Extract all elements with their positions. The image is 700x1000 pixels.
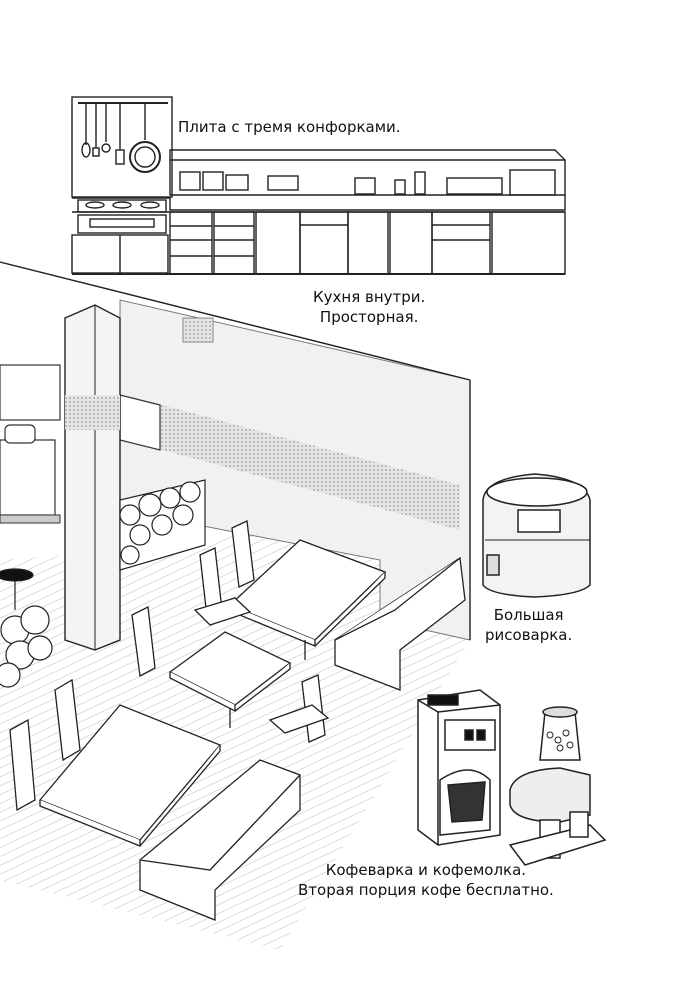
caption-coffee-line-1: Кофеварка и кофемолка. (325, 861, 527, 879)
caption-rice-cooker: Большая рисоварка. (485, 605, 572, 645)
caption-kitchen: Кухня внутри. Просторная. (313, 287, 425, 327)
kitchen-counter-drawing (71, 96, 566, 275)
hanging-utensils-icon (81, 103, 161, 173)
caption-kitchen-line-1: Кухня внутри. (313, 288, 426, 306)
coffee-maker-drawing (417, 689, 607, 866)
caption-coffee: Кофеварка и кофемолка. Вторая порция коф… (298, 860, 554, 900)
caption-coffee-line-2: Вторая порция кофе бесплатно. (298, 881, 554, 899)
caption-stove-line: Плита с тремя конфорками. (178, 118, 401, 136)
caption-stove: Плита с тремя конфорками. (178, 117, 401, 137)
caption-rice-cooker-line-2: рисоварка. (485, 626, 573, 644)
caption-kitchen-line-2: Просторная. (319, 308, 419, 326)
rice-cooker-drawing (482, 473, 591, 598)
restaurant-interior-drawing (0, 261, 471, 950)
caption-rice-cooker-line-1: Большая (493, 606, 564, 624)
